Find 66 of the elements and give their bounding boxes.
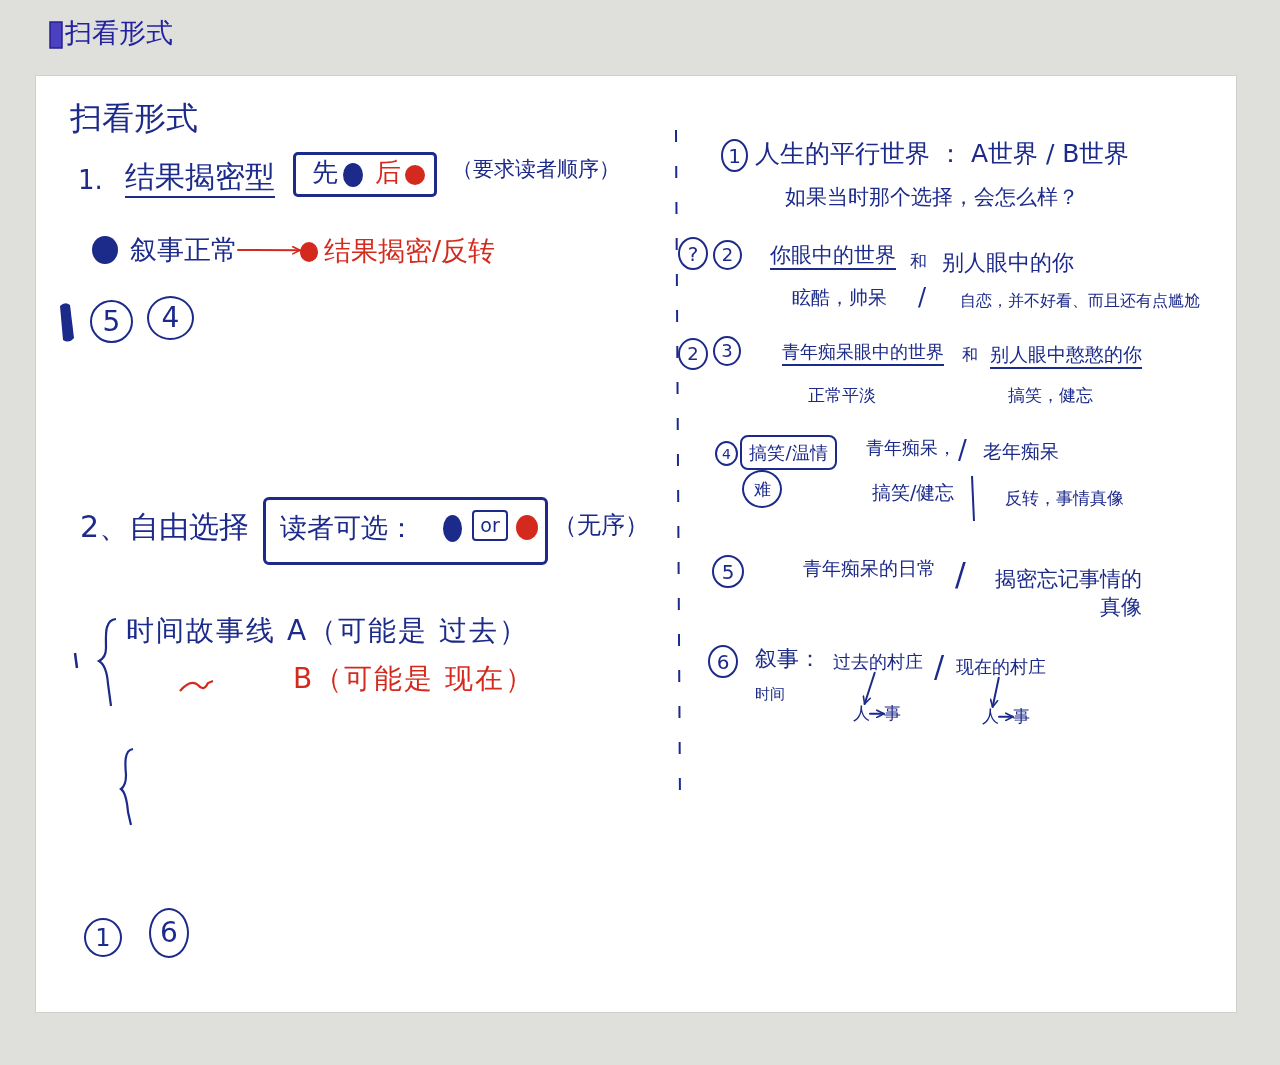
note-text: 先: [312, 158, 338, 188]
circled-character: 难: [742, 470, 782, 508]
circled-number: 5: [90, 300, 133, 343]
note-text: 别人眼中憨憨的你: [990, 344, 1142, 369]
arrow: [862, 671, 876, 705]
note-text: 叙事正常: [130, 234, 238, 266]
note-text: （无序）: [553, 512, 649, 540]
circled-number: 6: [149, 908, 189, 958]
note-text: 如果当时那个选择，会怎么样？: [785, 185, 1079, 210]
sequence-frame: [293, 152, 437, 197]
slash-mark: /: [955, 556, 966, 593]
circled-number: 1: [84, 918, 122, 957]
note-text: 老年痴呆: [983, 441, 1059, 463]
note-text: 叙事：: [755, 646, 821, 672]
note-text: 搞笑，健忘: [1008, 386, 1093, 406]
note-text: 你眼中的世界: [770, 243, 896, 271]
note-text: 人: [982, 707, 999, 727]
circled-number: 4: [147, 296, 194, 340]
or-tag: or: [472, 510, 508, 541]
note-text: 反转，事情真像: [1005, 489, 1124, 509]
page-title: 扫看形式: [65, 17, 173, 49]
slash-mark: /: [934, 650, 945, 685]
note-text: 正常平淡: [808, 386, 876, 406]
circled-number: 6: [708, 645, 738, 678]
note-text: 结果揭密/反转: [324, 235, 496, 267]
note-text: 人: [853, 704, 870, 724]
note-text: 1.: [78, 166, 103, 196]
slash-mark: /: [918, 284, 927, 312]
note-text: B（可能是 现在）: [293, 663, 536, 696]
note-text: 青年痴呆，: [866, 438, 956, 459]
slash-mark: /: [958, 436, 967, 466]
circled-number: 2: [678, 338, 708, 370]
choice-frame: [263, 497, 548, 565]
note-text: 过去的村庄: [833, 652, 923, 673]
circled-number: 4: [715, 441, 738, 466]
note-text: 自恋，并不好看、而且还有点尴尬: [960, 292, 1200, 311]
note-text: 别人眼中的你: [942, 250, 1074, 276]
note-text: 事: [1013, 707, 1030, 727]
note-text: 眩酷，帅呆: [792, 287, 887, 309]
note-text: 人生的平行世界 ： A世界 / B世界: [755, 140, 1130, 169]
circled-number: 2: [713, 240, 742, 270]
handwritten-heading: 扫看形式: [70, 100, 198, 137]
arrow: [989, 676, 1000, 708]
arrow: [869, 709, 885, 719]
arrow: [237, 245, 301, 255]
note-text: 现在的村庄: [956, 657, 1046, 678]
note-text: 后: [375, 158, 401, 188]
note-text: 2、自由选择: [80, 510, 250, 545]
framed-note: 搞笑/温情: [740, 435, 837, 470]
note-text: 事: [884, 704, 901, 724]
note-text: 青年痴呆的日常: [803, 558, 936, 580]
note-text: 结果揭密型: [125, 160, 275, 198]
note-text: 和: [910, 252, 927, 272]
note-text: 时间: [755, 686, 785, 704]
note-text: 和: [962, 346, 978, 365]
arrow: [998, 712, 1014, 722]
note-text: （要求读者顺序）: [452, 157, 620, 182]
note-text: 读者可选：: [280, 512, 415, 544]
circled-mark: ?: [678, 237, 708, 270]
circled-number: 1: [721, 139, 748, 172]
circled-number: 5: [712, 555, 744, 588]
note-text: 搞笑/健忘: [872, 482, 955, 504]
note-text: 时间故事线 A（可能是 过去）: [126, 615, 529, 648]
note-text: 揭密忘记事情的真像: [994, 566, 1142, 622]
note-text: 青年痴呆眼中的世界: [782, 342, 944, 366]
circled-number: 3: [713, 336, 741, 366]
